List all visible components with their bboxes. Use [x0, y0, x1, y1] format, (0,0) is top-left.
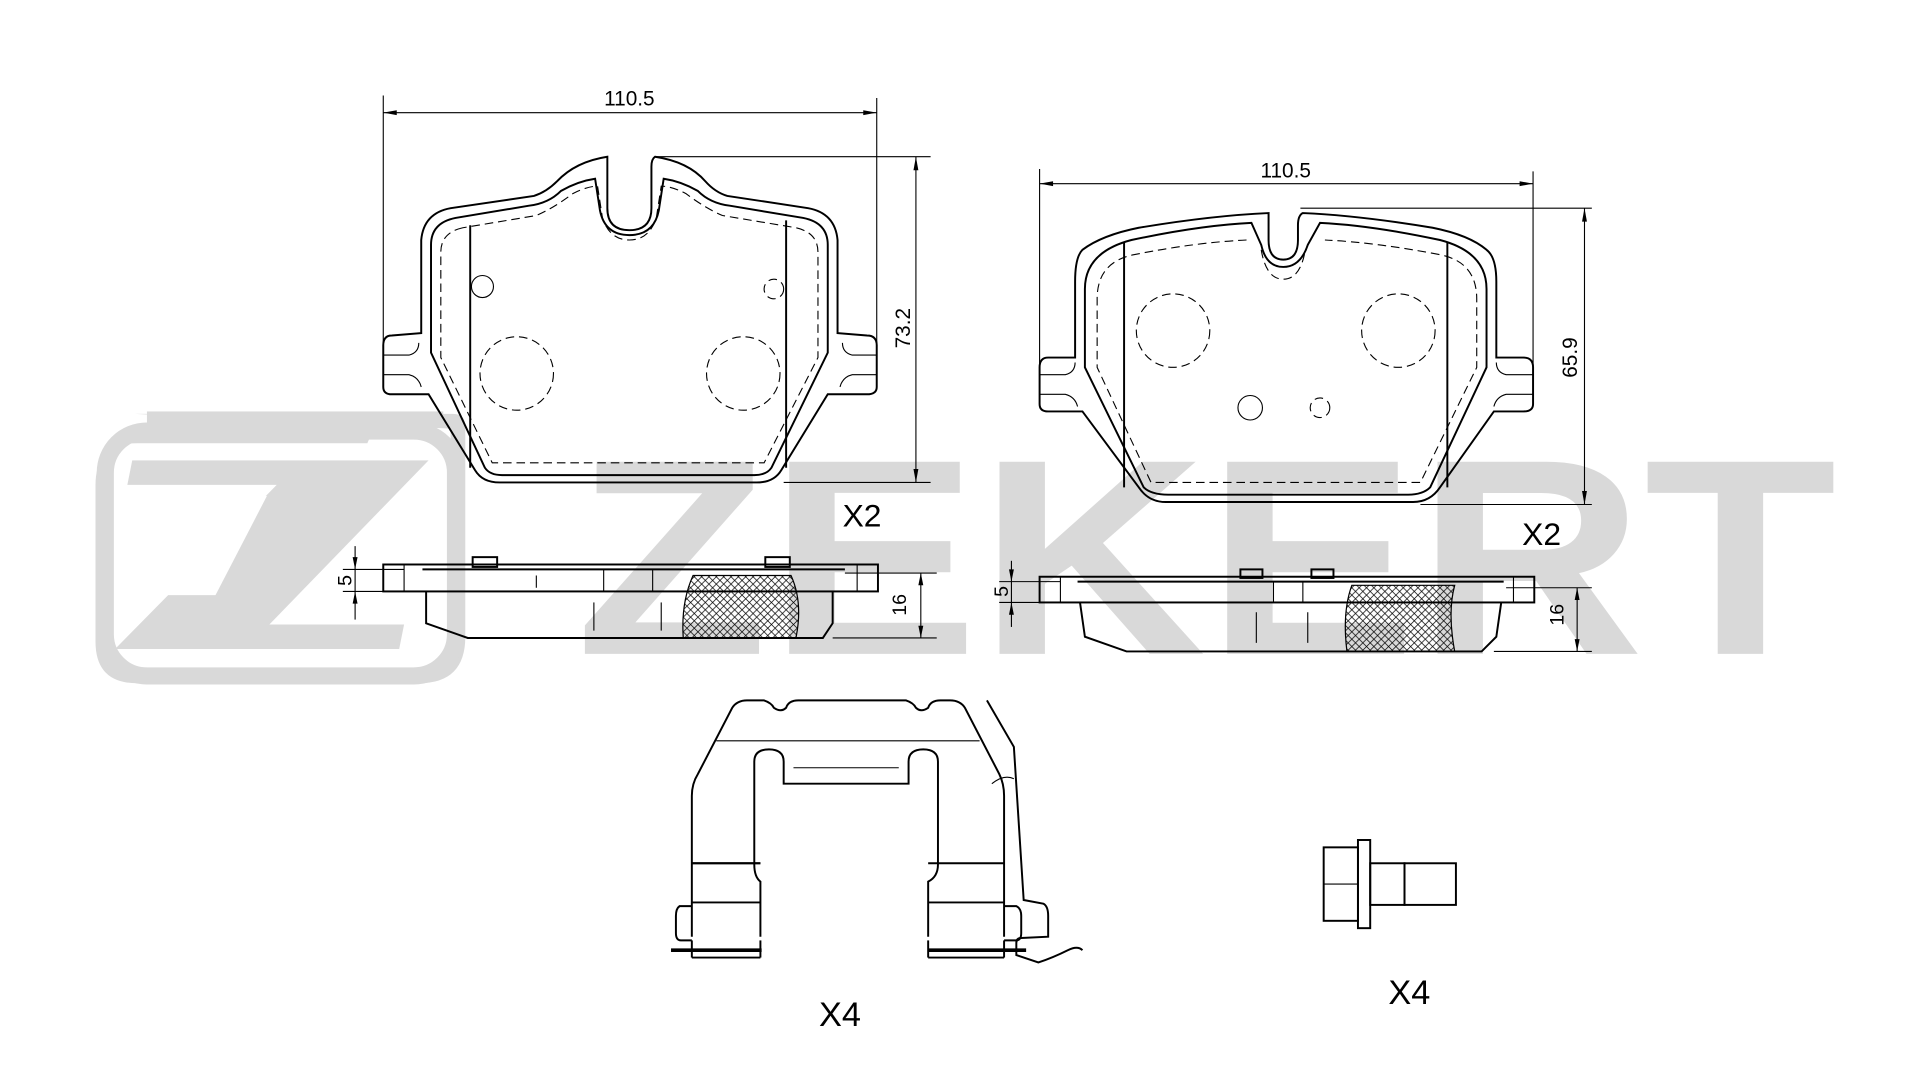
guide-bolt: X4 — [1322, 839, 1457, 1012]
left-side-thickness-label: 16 — [889, 594, 911, 616]
left-pad-front-view: 110.5 73.2 X2 — [382, 87, 931, 534]
left-pad-section-hatch — [682, 574, 800, 639]
left-pad-width-label: 110.5 — [604, 87, 654, 110]
left-pad-height-label: 73.2 — [892, 308, 915, 348]
bolt-quantity-label: X4 — [1388, 974, 1430, 1012]
left-pad-quantity-label: X2 — [843, 498, 882, 534]
right-pad-quantity-label: X2 — [1522, 516, 1561, 552]
right-pad-side-view: 5 16 — [991, 560, 1592, 653]
left-side-backplate-label: 5 — [334, 575, 356, 586]
left-pad-side-view: 5 16 — [334, 546, 937, 639]
right-pad-height-label: 65.9 — [1559, 337, 1582, 377]
spring-clip: X4 — [671, 699, 1084, 1034]
right-side-thickness-label: 16 — [1547, 604, 1569, 626]
right-pad-front-view: 110.5 65.9 X2 — [1038, 160, 1592, 552]
right-pad-width-label: 110.5 — [1260, 160, 1311, 183]
clip-quantity-label: X4 — [819, 996, 861, 1034]
right-side-backplate-label: 5 — [991, 586, 1013, 597]
